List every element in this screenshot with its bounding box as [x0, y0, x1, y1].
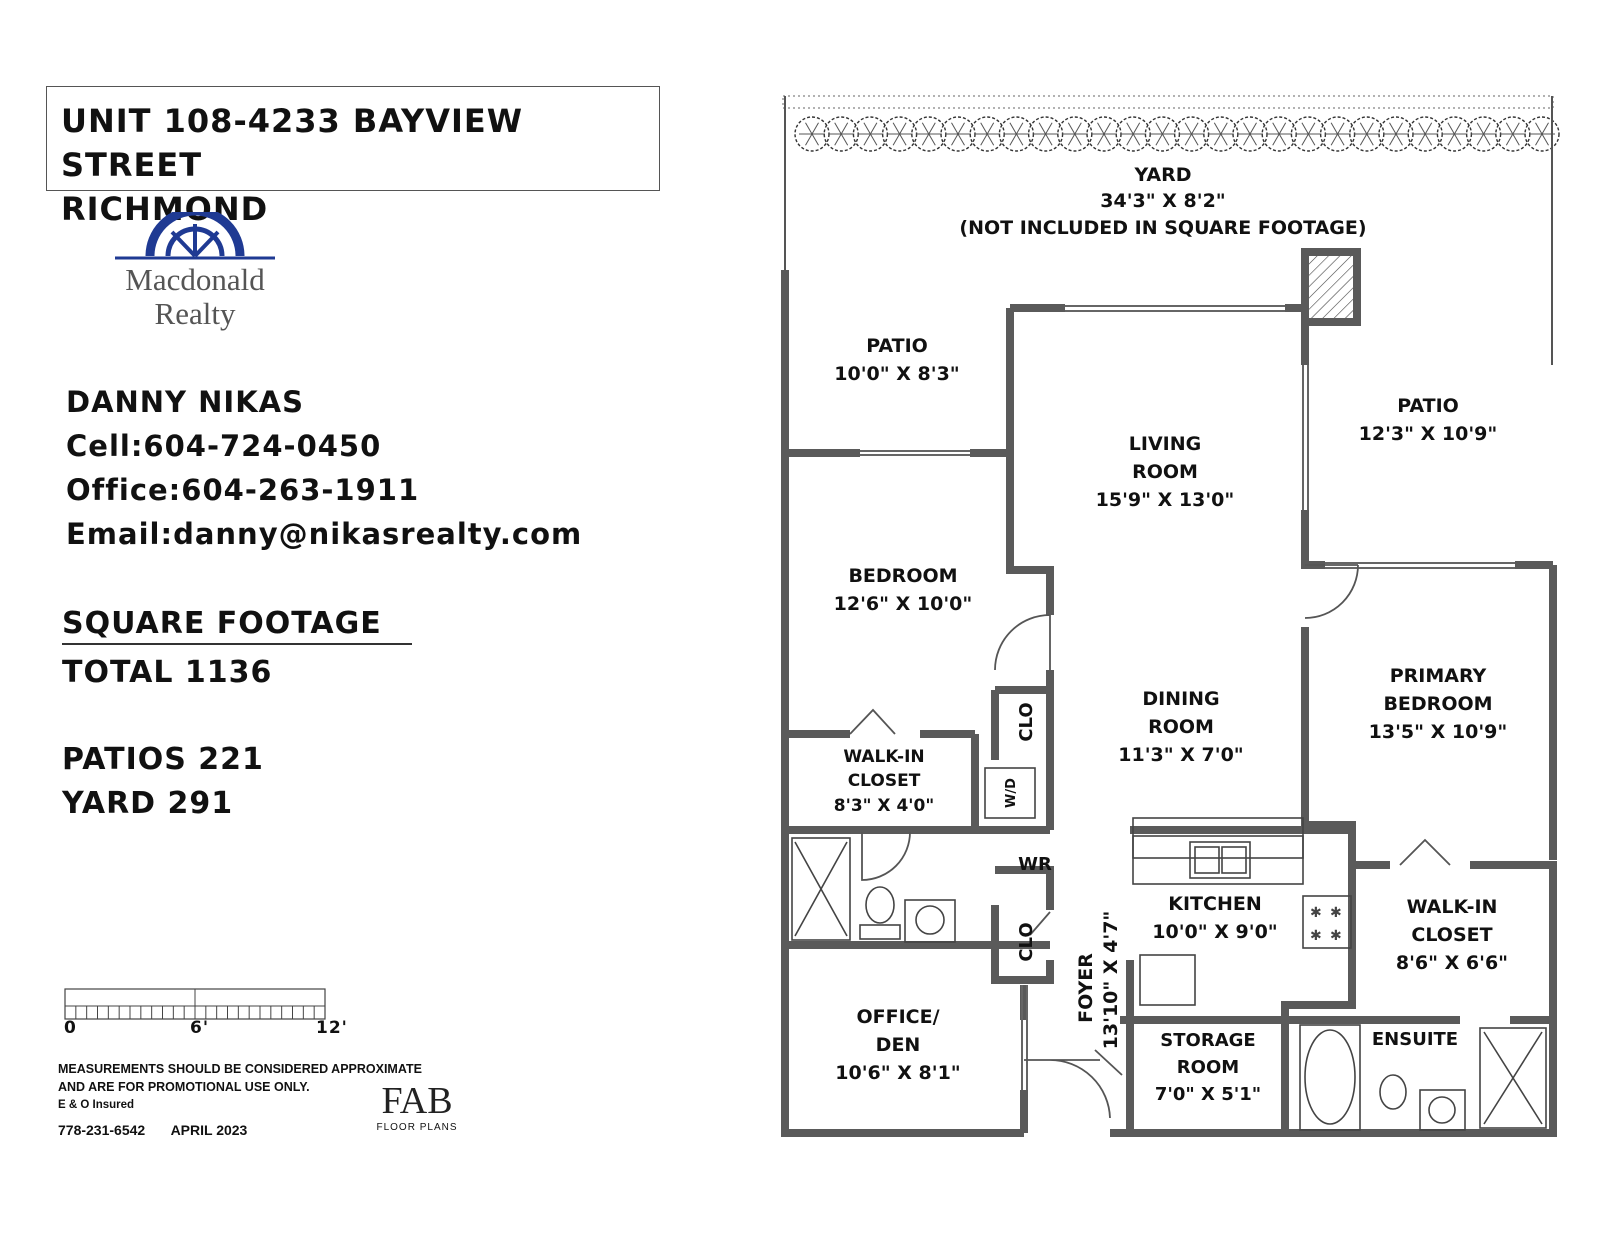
living-name-2: ROOM — [1132, 461, 1198, 483]
kitchen-sink-icon — [1189, 841, 1251, 879]
kitchen-dims: 10'0" X 9'0" — [1152, 921, 1277, 943]
doors — [849, 564, 1451, 1119]
patio-right-name: PATIO — [1397, 395, 1459, 417]
disclaimer: MEASUREMENTS SHOULD BE CONSIDERED APPROX… — [58, 1060, 422, 1114]
footer-date: APRIL 2023 — [170, 1122, 248, 1138]
scale-label-12: 12' — [316, 1018, 348, 1038]
scale-bar: 0 6' 12' — [64, 988, 347, 1038]
wd-label: W/D — [1004, 778, 1019, 808]
storage-name-2: ROOM — [1177, 1057, 1239, 1078]
brand-name: Macdonald — [125, 262, 265, 297]
walkin-right-name-2: CLOSET — [1411, 924, 1492, 946]
toilet-left-icon — [865, 886, 895, 924]
wr-label: WR — [1018, 854, 1052, 875]
washer-dryer-icon — [984, 767, 1036, 819]
agent-office: Office:604-263-1911 — [66, 473, 420, 507]
svg-text:✱: ✱ — [1330, 904, 1342, 920]
primary-name-1: PRIMARY — [1390, 665, 1487, 687]
bedroom-name: BEDROOM — [848, 565, 957, 587]
fab-sub: FLOOR PLANS — [376, 1122, 458, 1133]
square-footage-heading: SQUARE FOOTAGE — [62, 606, 412, 645]
scale-ruler — [64, 988, 326, 1020]
brand-sub: Realty — [154, 296, 236, 331]
foyer-name: FOYER — [1075, 953, 1097, 1023]
walkin-left-dims: 8'3" X 4'0" — [834, 796, 934, 816]
dining-name-1: DINING — [1142, 688, 1219, 710]
clo-lower: CLO — [1016, 922, 1037, 961]
walkin-left-name-1: WALK-IN — [843, 747, 924, 767]
footer-phone: 778-231-6542 — [58, 1122, 146, 1138]
clo-upper: CLO — [1016, 702, 1037, 741]
stove-burners: ✱ ✱ ✱ ✱ — [1310, 904, 1342, 943]
office-name-1: OFFICE/ — [856, 1006, 939, 1028]
disclaimer-line-3: E & O Insured — [58, 1099, 135, 1111]
disclaimer-line-1: MEASUREMENTS SHOULD BE CONSIDERED APPROX… — [58, 1062, 422, 1076]
bathtub-icon — [1299, 1024, 1361, 1131]
agent-email: Email:danny@nikasrealty.com — [66, 517, 583, 551]
svg-text:✱: ✱ — [1330, 927, 1342, 943]
yard-dims: 34'3" X 8'2" — [1100, 190, 1225, 212]
patio-left-name: PATIO — [866, 335, 928, 357]
patio-left-dims: 10'0" X 8'3" — [834, 363, 959, 385]
toilet-right-icon — [1379, 1074, 1407, 1110]
fridge-icon — [1139, 954, 1196, 1006]
disclaimer-line-2: AND ARE FOR PROMOTIONAL USE ONLY. — [58, 1080, 310, 1094]
kitchen-counter — [1132, 835, 1304, 885]
windows — [860, 305, 1515, 1090]
storage-name-1: STORAGE — [1160, 1030, 1255, 1051]
stove-icon — [1302, 895, 1352, 949]
walkin-left-name-2: CLOSET — [848, 771, 921, 791]
address-line: UNIT 108-4233 BAYVIEW STREET — [61, 102, 524, 184]
extra-areas: PATIOS 221 YARD 291 — [62, 738, 264, 826]
square-footage-section: SQUARE FOOTAGE TOTAL 1136 — [62, 606, 412, 690]
office-dims: 10'6" X 8'1" — [835, 1062, 960, 1084]
yard-area: YARD 291 — [62, 786, 234, 821]
office-name-2: DEN — [876, 1034, 921, 1056]
dining-dims: 11'3" X 7'0" — [1118, 744, 1243, 766]
square-footage-total: TOTAL 1136 — [62, 655, 273, 690]
patio-right-dims: 12'3" X 10'9" — [1359, 423, 1498, 445]
footer: 778-231-6542 APRIL 2023 — [58, 1122, 269, 1138]
ensuite-name: ENSUITE — [1372, 1029, 1458, 1050]
living-name-1: LIVING — [1129, 433, 1201, 455]
living-dims: 15'9" X 13'0" — [1096, 489, 1235, 511]
dining-name-2: ROOM — [1148, 716, 1214, 738]
foyer-dims: 13'10" X 4'7" — [1100, 911, 1122, 1050]
agent-contact: DANNY NIKAS Cell:604-724-0450 Office:604… — [66, 380, 582, 556]
patios-area: PATIOS 221 — [62, 742, 264, 777]
sink-right-icon — [1419, 1089, 1466, 1131]
kitchen-name: KITCHEN — [1168, 893, 1261, 915]
yard-hedge — [782, 95, 1560, 152]
sink-left-icon — [904, 899, 956, 943]
yard-name: YARD — [1133, 164, 1191, 186]
macdonald-realty-logo: Macdonald Realty — [110, 212, 290, 342]
fixtures — [791, 767, 1547, 1131]
svg-text:✱: ✱ — [1310, 904, 1322, 920]
shower-right-icon — [1479, 1027, 1547, 1129]
primary-name-2: BEDROOM — [1383, 693, 1492, 715]
scale-label-0: 0 — [64, 1018, 77, 1038]
walkin-right-dims: 8'6" X 6'6" — [1396, 952, 1508, 974]
agent-cell: Cell:604-724-0450 — [66, 429, 382, 463]
storage-dims: 7'0" X 5'1" — [1155, 1084, 1261, 1105]
scale-label-6: 6' — [190, 1018, 210, 1038]
svg-text:✱: ✱ — [1310, 927, 1322, 943]
walkin-right-name-1: WALK-IN — [1407, 896, 1498, 918]
sunburst-logo-icon — [115, 212, 275, 260]
fab-floor-plans-logo: FAB FLOOR PLANS — [372, 1082, 462, 1142]
address-title-box: UNIT 108-4233 BAYVIEW STREET RICHMOND — [46, 86, 660, 228]
bedroom-dims: 12'6" X 10'0" — [834, 593, 973, 615]
agent-name: DANNY NIKAS — [66, 385, 305, 419]
yard-note: (NOT INCLUDED IN SQUARE FOOTAGE) — [959, 217, 1366, 239]
shower-left-icon — [791, 837, 851, 941]
fab-mark: FAB — [381, 1080, 453, 1122]
primary-dims: 13'5" X 10'9" — [1369, 721, 1508, 743]
